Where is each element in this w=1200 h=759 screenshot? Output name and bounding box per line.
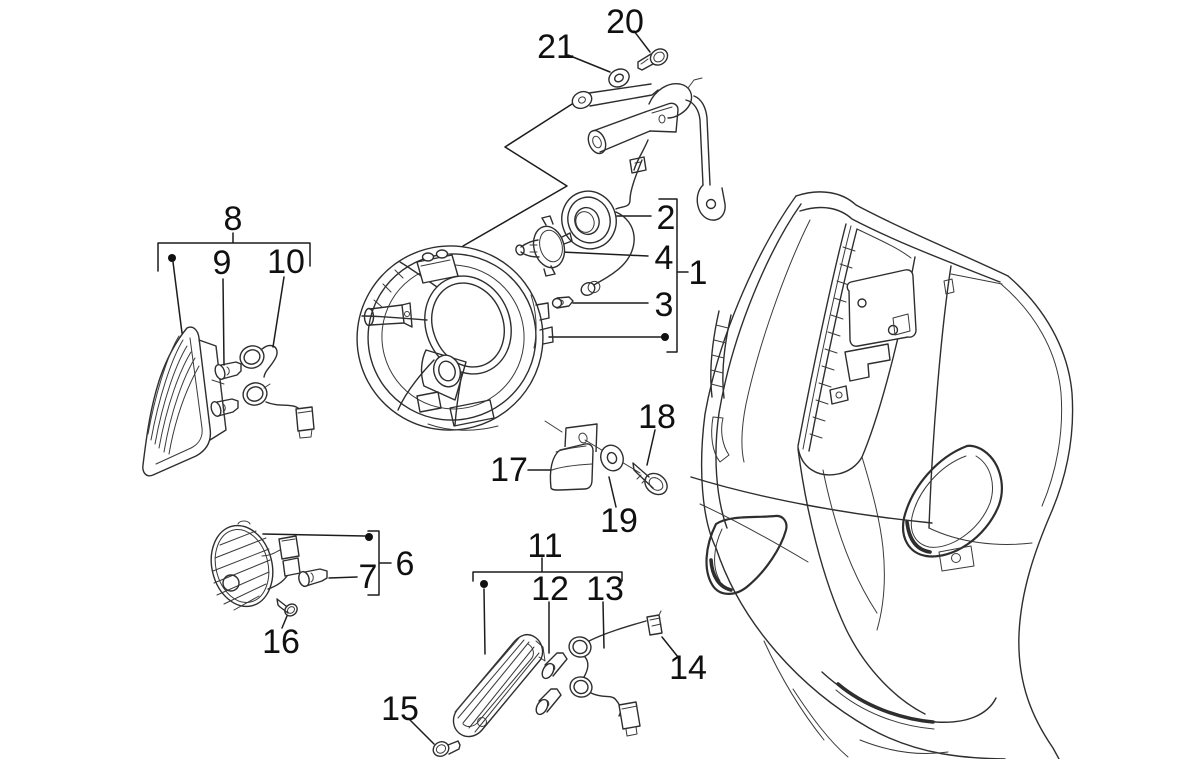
bulb-7-drawing bbox=[298, 568, 328, 588]
headlamp-bracket-drawing bbox=[571, 77, 726, 221]
front-turn-signal-lens-drawing bbox=[452, 633, 546, 738]
bulbs-12-drawing bbox=[535, 652, 568, 716]
part-label-21: 21 bbox=[537, 28, 575, 66]
washer-21-drawing bbox=[608, 68, 630, 88]
part-label-4: 4 bbox=[655, 239, 674, 277]
screw-18-drawing bbox=[632, 462, 668, 496]
part-label-14: 14 bbox=[669, 649, 707, 687]
headlamp-cable-drawing bbox=[593, 159, 643, 286]
trim-ring-drawing bbox=[561, 190, 617, 250]
h4-bulb-drawing bbox=[515, 215, 573, 277]
headlamp-housing-drawing bbox=[356, 245, 554, 431]
screw-20-drawing bbox=[637, 48, 669, 71]
part-label-16: 16 bbox=[262, 623, 300, 661]
part-label-7: 7 bbox=[359, 558, 378, 596]
screw-15-drawing bbox=[432, 740, 461, 757]
part-label-2: 2 bbox=[657, 199, 676, 237]
cable-clamp-17-drawing bbox=[544, 420, 641, 491]
part-label-15: 15 bbox=[381, 690, 419, 728]
part-label-19: 19 bbox=[600, 502, 638, 540]
part-label-17: 17 bbox=[490, 451, 528, 489]
front-shield-body-drawing bbox=[690, 191, 1074, 759]
part-label-3: 3 bbox=[655, 286, 674, 324]
callout-group-1-leaders bbox=[462, 96, 689, 353]
washer-19-drawing bbox=[600, 444, 624, 472]
part-label-1: 1 bbox=[689, 254, 708, 292]
sockets-13-harness-drawing bbox=[568, 620, 647, 737]
part-label-6: 6 bbox=[396, 545, 415, 583]
callout-labels: 20 21 2 4 1 3 8 9 10 17 18 19 6 7 16 11 … bbox=[213, 3, 708, 728]
callout-group-11-leaders bbox=[408, 557, 679, 745]
part-label-10: 10 bbox=[267, 243, 305, 281]
callout-17-18-19-leaders bbox=[527, 429, 656, 508]
part-label-11: 11 bbox=[527, 527, 562, 565]
part-label-12: 12 bbox=[531, 570, 569, 608]
part-label-8: 8 bbox=[224, 200, 243, 238]
part-label-18: 18 bbox=[638, 398, 676, 436]
callout-group-8-leaders bbox=[157, 232, 311, 366]
bulbs-9-drawing bbox=[210, 361, 242, 417]
connector-14-drawing bbox=[646, 610, 663, 636]
callout-20-21-leaders bbox=[567, 30, 651, 73]
bulb-harness-10-drawing bbox=[239, 344, 315, 439]
part-label-13: 13 bbox=[586, 570, 624, 608]
callout-group-6-leaders bbox=[262, 530, 392, 629]
part-label-20: 20 bbox=[606, 3, 644, 41]
screw-16-drawing bbox=[276, 598, 298, 617]
parking-bulb-drawing bbox=[551, 280, 601, 309]
side-turn-signal-lens-drawing bbox=[142, 326, 227, 477]
position-lamp-drawing bbox=[210, 520, 301, 611]
part-label-9: 9 bbox=[213, 244, 232, 282]
